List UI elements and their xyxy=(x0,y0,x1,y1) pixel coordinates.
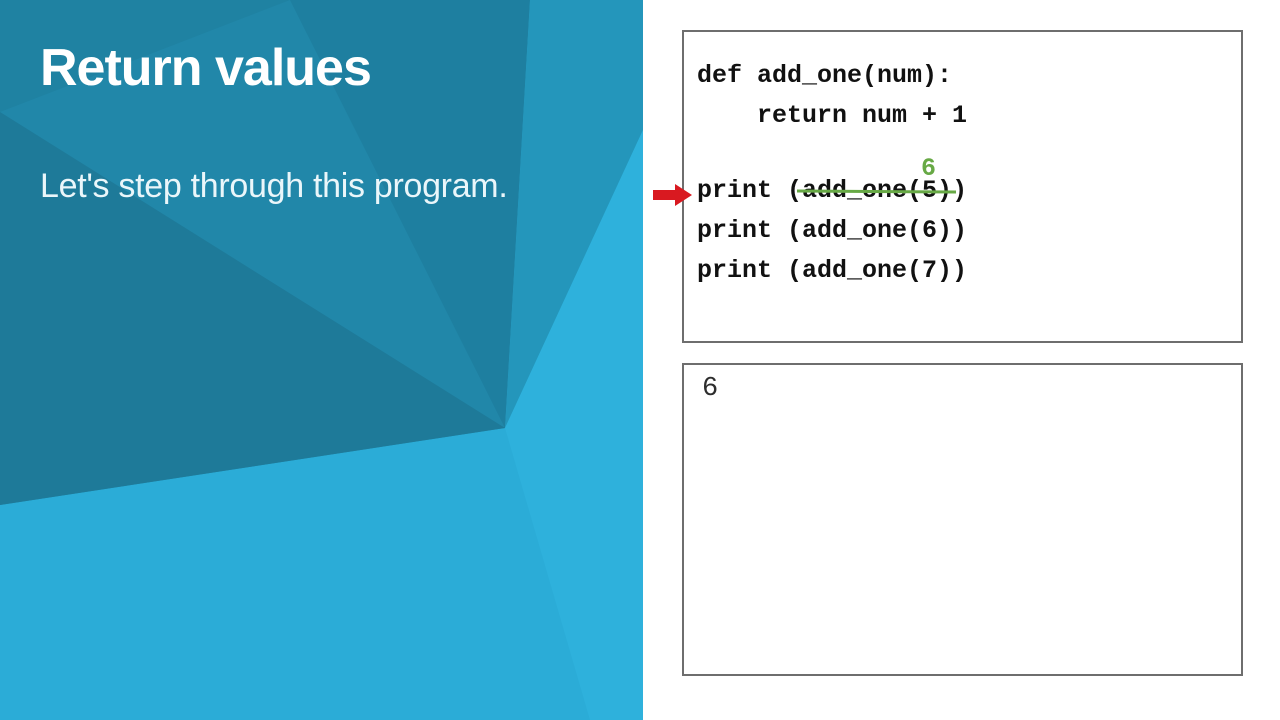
code-box: def add_one(num): return num + 1 6 print… xyxy=(653,30,1243,343)
slide-left-panel: Return values Let's step through this pr… xyxy=(0,0,643,720)
output-value: 6 xyxy=(702,374,719,404)
code-line-return: return num + 1 xyxy=(697,101,968,130)
code-line-print-7: print (add_one(7)) xyxy=(697,256,968,285)
print5-prefix: print ( xyxy=(697,176,803,205)
output-box: 6 xyxy=(682,363,1243,676)
return-value-annotation: 6 xyxy=(921,154,937,183)
slide-subtitle: Let's step through this program. xyxy=(40,167,508,205)
faceted-background xyxy=(0,0,643,720)
code-line-print-6: print (add_one(6)) xyxy=(697,216,968,245)
print5-suffix: ) xyxy=(952,176,968,205)
print5-struck-call: add_one(5) xyxy=(802,176,953,205)
code-line-print-5: print (add_one(5)) xyxy=(697,178,967,203)
code-line-def: def add_one(num): xyxy=(697,61,953,90)
current-line-arrow-icon xyxy=(653,184,692,206)
slide-title: Return values xyxy=(40,39,372,97)
